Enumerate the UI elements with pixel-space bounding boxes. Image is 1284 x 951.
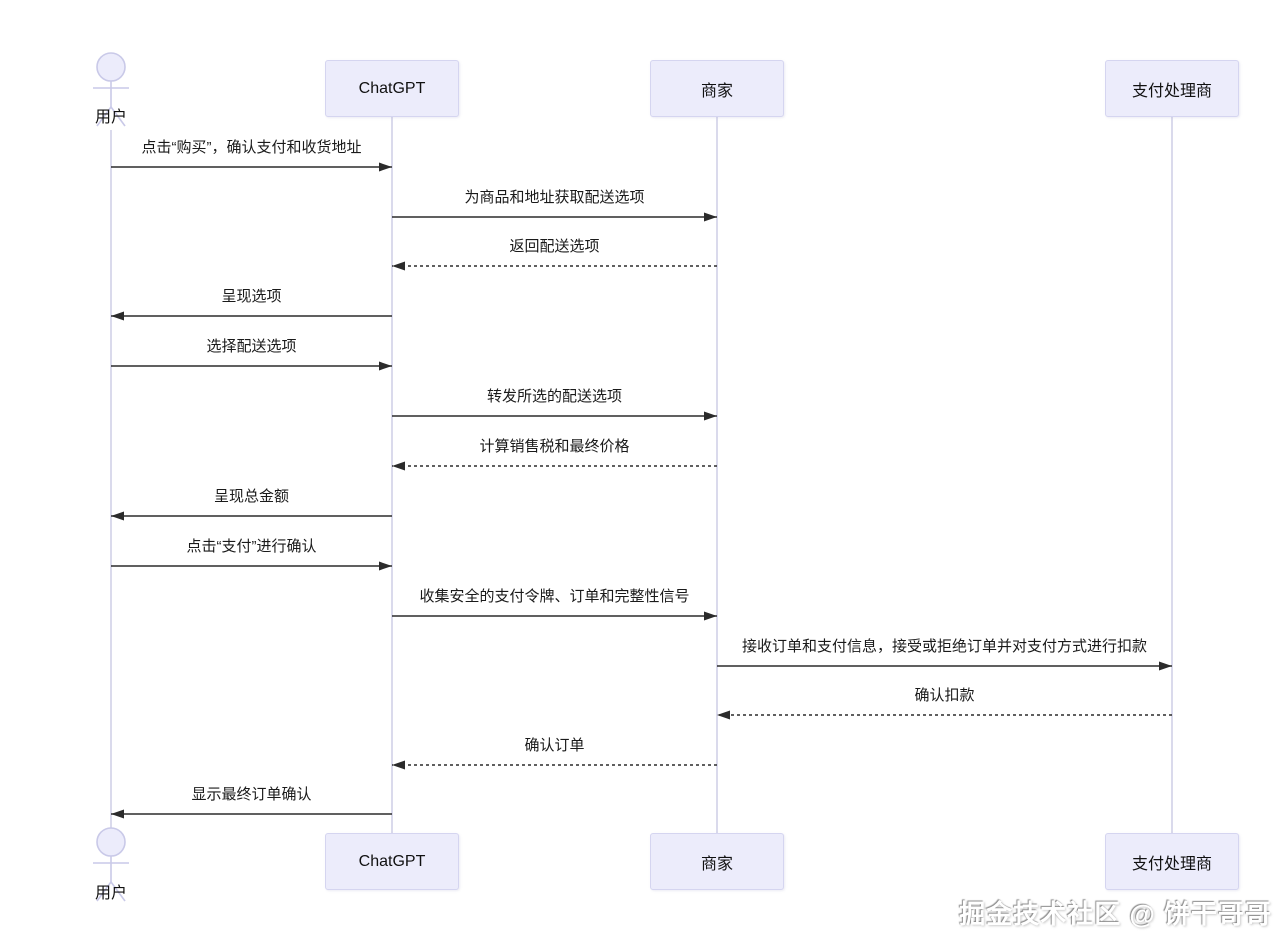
- message-label-7: 计算销售税和最终价格: [479, 438, 630, 455]
- message-label-9: 点击“支付”进行确认: [186, 538, 317, 555]
- message-arrowhead-3: [392, 261, 405, 271]
- message-arrowhead-14: [111, 809, 124, 819]
- message-label-6: 转发所选的配送选项: [486, 388, 623, 405]
- message-arrowhead-5: [379, 361, 392, 371]
- message-arrowhead-13: [392, 760, 405, 770]
- actor-label-bottom-1: 用户: [94, 885, 128, 902]
- message-arrowhead-4: [111, 311, 124, 321]
- participant-box-top-3: 商家: [650, 60, 784, 117]
- participant-box-bottom-2: ChatGPT: [325, 833, 459, 890]
- participant-box-bottom-3: 商家: [650, 833, 784, 890]
- participant-box-bottom-4: 支付处理商: [1105, 833, 1239, 890]
- message-label-3: 返回配送选项: [509, 238, 600, 255]
- message-arrowhead-7: [392, 461, 405, 471]
- watermark: 掘金技术社区 @ 饼干哥哥: [959, 899, 1272, 929]
- message-label-8: 呈现总金额: [213, 488, 290, 505]
- message-label-10: 收集安全的支付令牌、订单和完整性信号: [419, 588, 690, 605]
- participant-box-top-4: 支付处理商: [1105, 60, 1239, 117]
- message-label-5: 选择配送选项: [206, 338, 297, 355]
- user-actor-icon-bottom: [93, 827, 129, 902]
- actor-label-top-1: 用户: [94, 109, 128, 126]
- message-label-14: 显示最终订单确认: [191, 786, 312, 803]
- message-label-11: 接收订单和支付信息，接受或拒绝订单并对支付方式进行扣款: [741, 638, 1148, 655]
- message-label-2: 为商品和地址获取配送选项: [464, 189, 645, 206]
- participant-box-top-2: ChatGPT: [325, 60, 459, 117]
- message-arrowhead-12: [717, 710, 730, 720]
- message-arrowhead-9: [379, 561, 392, 571]
- message-arrowhead-2: [704, 212, 717, 222]
- message-label-4: 呈现选项: [221, 288, 282, 305]
- message-arrowhead-8: [111, 511, 124, 521]
- message-arrowhead-6: [704, 411, 717, 421]
- message-arrowhead-1: [379, 162, 392, 172]
- message-label-13: 确认订单: [524, 737, 585, 754]
- user-actor-icon-top: [93, 52, 129, 127]
- message-arrowhead-11: [1159, 661, 1172, 671]
- message-label-1: 点击“购买”，确认支付和收货地址: [141, 139, 362, 156]
- message-label-12: 确认扣款: [914, 687, 975, 704]
- message-arrowhead-10: [704, 611, 717, 621]
